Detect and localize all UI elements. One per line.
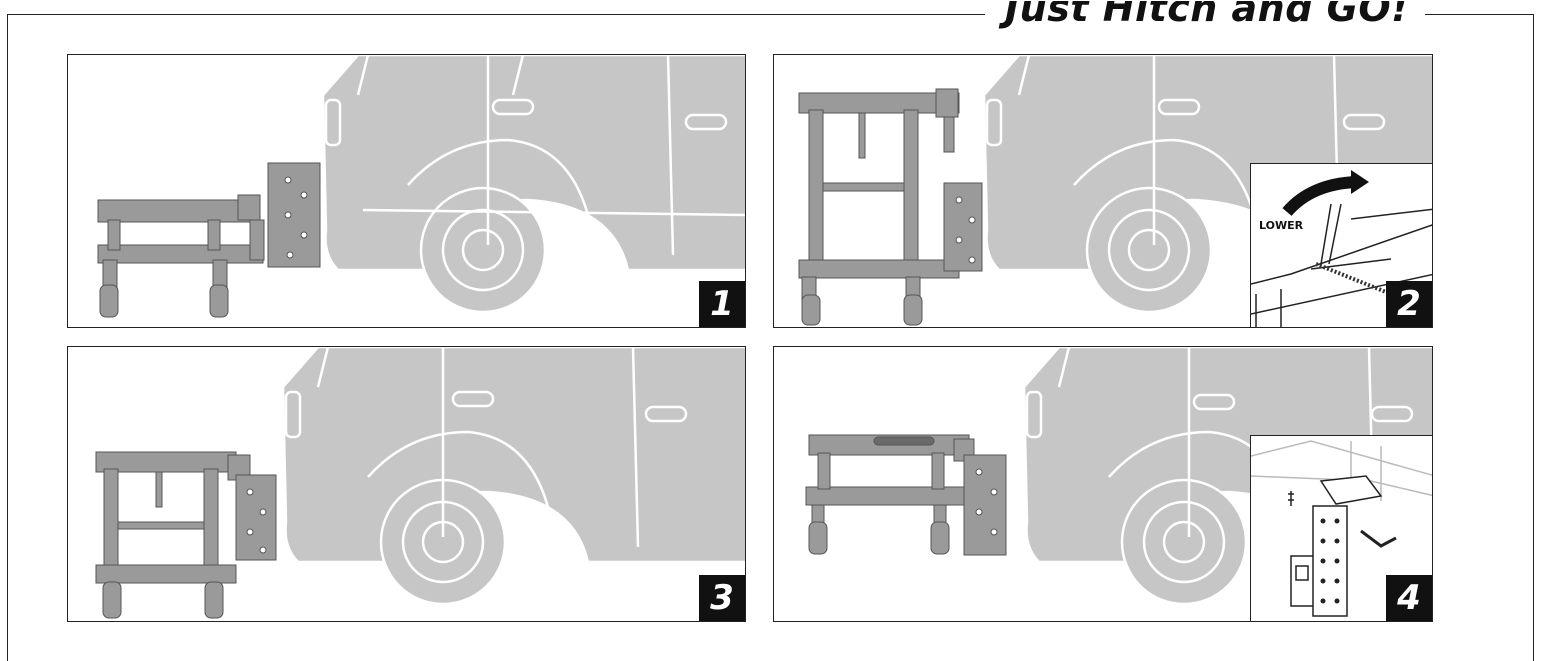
- step-panel-4: 4: [773, 346, 1433, 622]
- page-frame: Just Hitch and GO!: [7, 1, 1534, 661]
- dolly-illustration: [798, 88, 983, 326]
- hitch-bracket-illustration: [235, 474, 277, 561]
- page-title: Just Hitch and GO!: [985, 1, 1425, 31]
- vehicle-illustration: [281, 347, 745, 606]
- step-number: 3: [699, 575, 745, 621]
- hitch-bracket-illustration: [267, 162, 321, 268]
- hitch-bracket-illustration: [943, 182, 983, 272]
- step-number: 4: [1386, 575, 1432, 621]
- lower-label: LOWER: [1259, 219, 1304, 232]
- step-panel-3: 3: [67, 346, 746, 622]
- dolly-illustration: [95, 451, 277, 619]
- hitch-bracket-illustration: [963, 454, 1007, 556]
- step-number: 2: [1386, 281, 1432, 327]
- step-panel-1: 1: [67, 54, 746, 328]
- dolly-illustration: [97, 162, 321, 318]
- dolly-illustration: [805, 434, 1007, 556]
- vehicle-illustration: [321, 55, 745, 314]
- step-panel-2: LOWER 2: [773, 54, 1433, 328]
- step-number: 1: [699, 281, 745, 327]
